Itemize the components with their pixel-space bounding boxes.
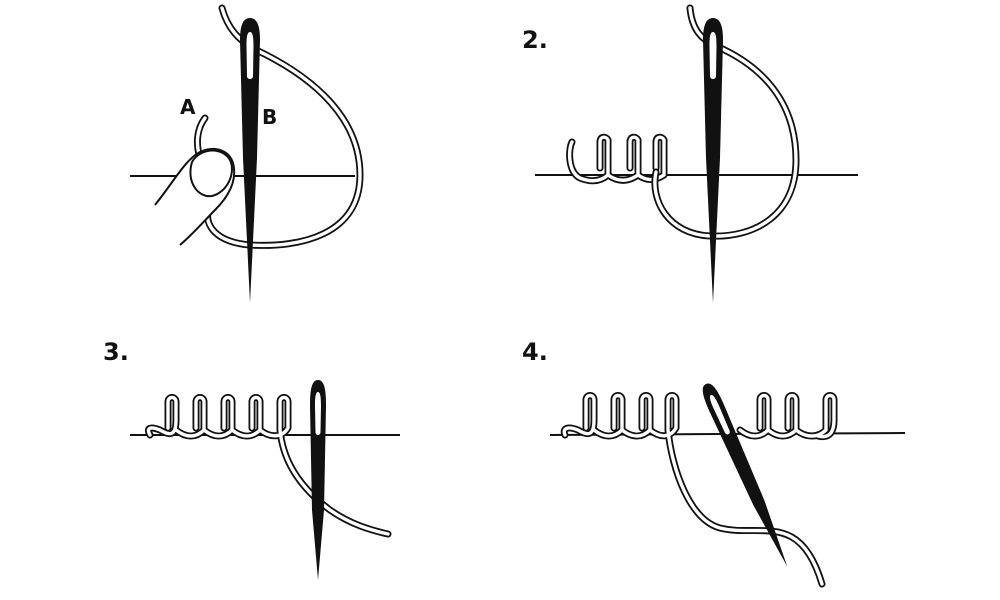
point-b-label: B [262,105,277,129]
step-number: 2. [522,26,548,54]
needle-icon [240,18,260,303]
thumb-icon [154,148,236,246]
needle-icon [698,380,795,570]
panel-1: A B [130,4,364,303]
needle-icon [310,380,326,580]
panel-2: 2. [522,4,858,303]
panel-4: 4. [522,338,906,588]
thread-icon [560,392,838,588]
panel-3: 3. [103,338,400,580]
thread-icon [193,4,364,249]
step-number: 3. [103,338,129,366]
point-a-label: A [180,95,196,119]
thread-icon [145,394,392,538]
needle-icon [703,18,723,303]
step-number: 4. [522,338,548,366]
thread-icon [566,4,800,240]
